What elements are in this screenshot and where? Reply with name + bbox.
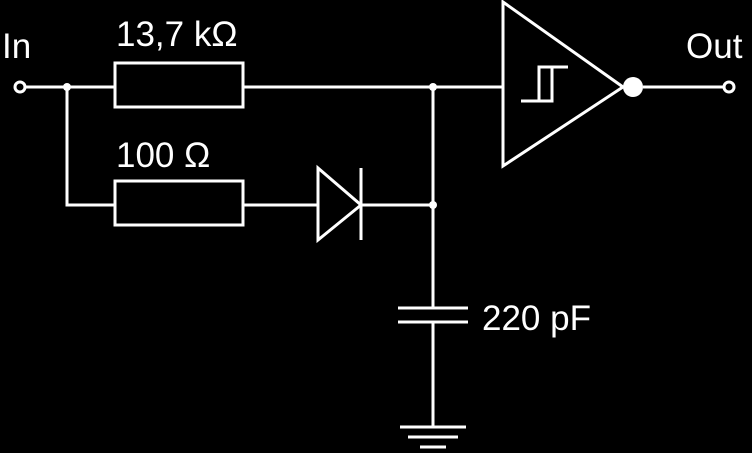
wire-branch-to-r2: [65, 87, 115, 207]
output-terminal: [722, 80, 736, 94]
hysteresis-line-a: [521, 65, 568, 103]
capacitor-label: 220 pF: [482, 299, 591, 338]
resistor-bottom: [113, 179, 245, 227]
input-terminal: [13, 80, 27, 94]
schmitt-buffer-symbol: [501, 0, 626, 169]
diode-symbol: [316, 164, 364, 244]
resistor-top: [113, 61, 245, 109]
output-label: Out: [686, 27, 743, 66]
resistor-bottom-label: 100 Ω: [116, 136, 210, 175]
output-bubble: [623, 77, 643, 97]
input-label: In: [2, 27, 31, 66]
hysteresis-line-b: [533, 67, 554, 103]
resistor-top-label: 13,7 kΩ: [116, 15, 238, 54]
